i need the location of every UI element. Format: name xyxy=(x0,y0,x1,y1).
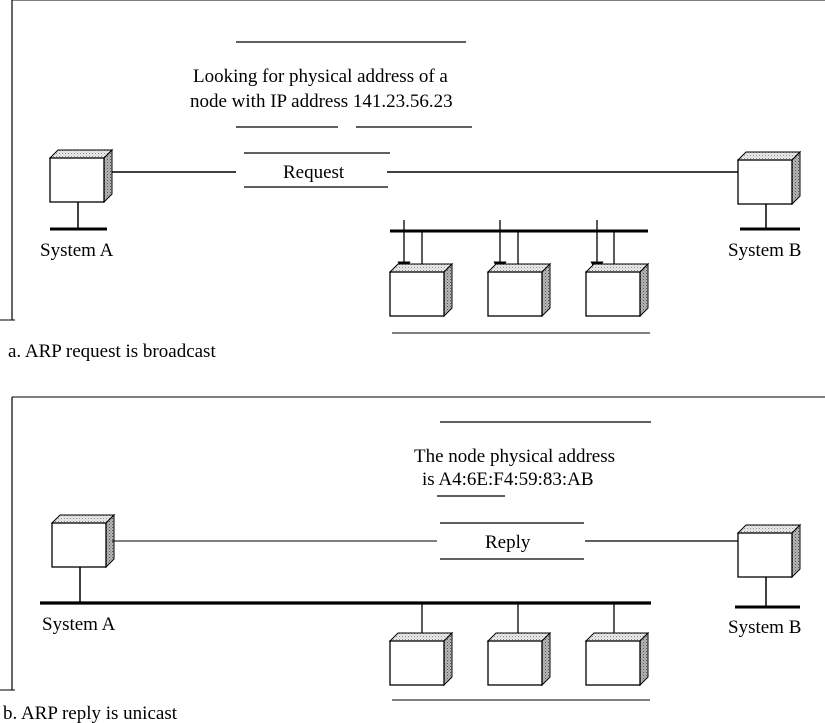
request-message-line1: Looking for physical address of a xyxy=(193,66,448,87)
system-a-label-b: System A xyxy=(42,614,116,635)
system-b-panel-system-a-computer-icon xyxy=(51,514,115,602)
node-1-b xyxy=(389,603,453,686)
system-b-label-b: System B xyxy=(728,617,801,638)
system-a-computer-icon xyxy=(49,149,113,231)
system-a-label: System A xyxy=(40,240,114,261)
caption-a: a. ARP request is broadcast xyxy=(8,341,216,362)
system-b-label: System B xyxy=(728,240,801,261)
request-packet-label: Request xyxy=(283,162,345,183)
node-2-b xyxy=(487,603,551,686)
reply-message-line1: The node physical address xyxy=(414,446,615,467)
system-b-computer-icon xyxy=(737,151,801,231)
node-1 xyxy=(389,220,453,317)
node-3-b xyxy=(585,603,649,686)
caption-b: b. ARP reply is unicast xyxy=(3,703,178,723)
node-2 xyxy=(487,220,551,317)
panel-b: The node physical address is A4:6E:F4:59… xyxy=(0,396,825,723)
request-message-line2: node with IP address 141.23.56.23 xyxy=(190,91,453,112)
system-b-panel-system-b-computer-icon xyxy=(735,524,801,609)
reply-message-line2: is A4:6E:F4:59:83:AB xyxy=(422,469,594,490)
node-3 xyxy=(585,220,649,317)
reply-packet-label: Reply xyxy=(485,532,531,553)
panel-a: Looking for physical address of a node w… xyxy=(0,0,825,362)
